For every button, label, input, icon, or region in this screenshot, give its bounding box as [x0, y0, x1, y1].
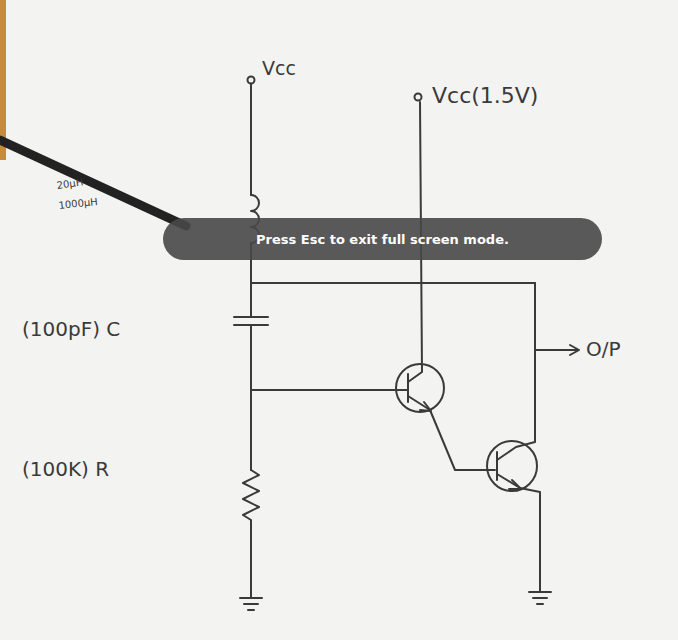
label-text: Vcc: [262, 58, 296, 79]
transistor-base: [496, 452, 498, 480]
label-text: 1000μH: [58, 196, 98, 211]
transistor-base: [407, 374, 409, 402]
emitter-arrow: [420, 402, 431, 411]
pen: [0, 140, 186, 226]
wire: [535, 349, 578, 351]
wire: [408, 396, 495, 470]
terminal: [248, 77, 255, 84]
label-text: Vcc(1.5V): [432, 84, 538, 108]
overlay-banner: Press Esc to exit full screen mode.: [163, 218, 602, 260]
emitter-arrow: [509, 480, 521, 489]
wire: [250, 84, 252, 195]
ground-symbol: [529, 592, 551, 604]
banner-text: Press Esc to exit full screen mode.: [256, 232, 509, 247]
wire: [497, 474, 540, 592]
ground-symbol: [240, 598, 262, 610]
wire: [497, 283, 535, 460]
wire: [251, 389, 408, 391]
wire: [250, 283, 252, 317]
capacitor-symbol: [234, 317, 268, 325]
wire: [250, 325, 252, 470]
label-text: (100pF) C: [22, 318, 120, 340]
terminal: [415, 94, 422, 101]
wire: [251, 282, 535, 284]
resistor-symbol: [243, 470, 259, 598]
label-text: O/P: [586, 338, 621, 360]
label-text: (100K) R: [22, 458, 109, 480]
output-arrow: [570, 345, 579, 355]
label-text: 20μH: [56, 176, 84, 191]
